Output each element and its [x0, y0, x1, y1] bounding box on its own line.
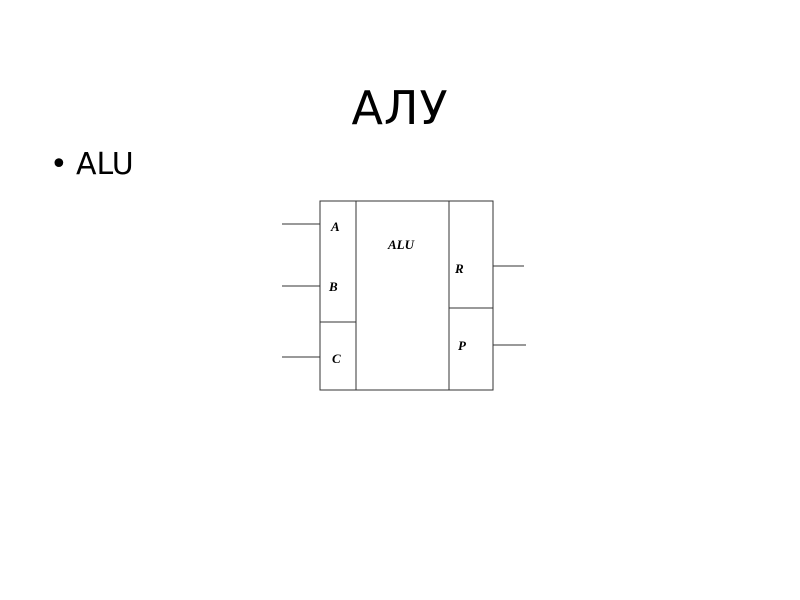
- bullet-text: ALU: [76, 147, 134, 182]
- slide-title: АЛУ: [351, 80, 449, 135]
- bullet-item: •ALU: [50, 140, 134, 190]
- output-label-p: P: [458, 338, 467, 353]
- input-label-b: B: [328, 279, 338, 294]
- bullet-list: •ALU: [50, 140, 134, 190]
- input-label-c: C: [332, 351, 341, 366]
- input-label-a: A: [330, 219, 340, 234]
- bullet-dot-icon: •: [50, 147, 68, 182]
- alu-outer-box: [319, 200, 494, 391]
- output-label-r: R: [454, 261, 464, 276]
- alu-block-label: ALU: [387, 237, 415, 252]
- alu-diagram: A B C ALU R P: [282, 200, 526, 391]
